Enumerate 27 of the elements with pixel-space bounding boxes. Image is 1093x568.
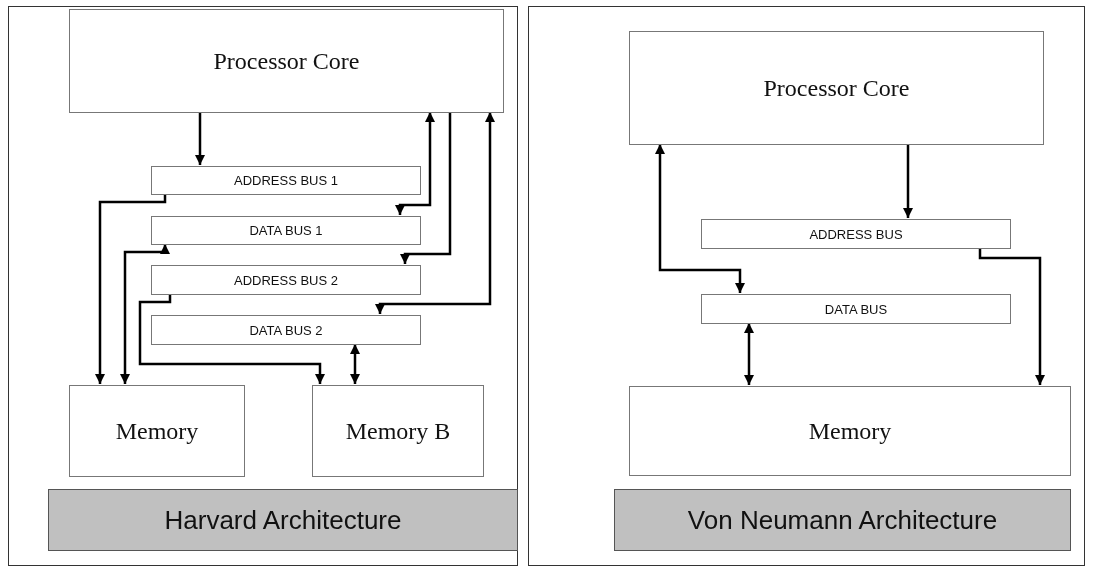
arrow: [350, 344, 360, 384]
panel-frame: [8, 6, 518, 566]
bus-bar: ADDRESS BUS: [701, 219, 1011, 249]
memory-box: Memory: [69, 385, 245, 477]
bus-bar: DATA BUS: [701, 294, 1011, 324]
memory-box: Memory B: [312, 385, 484, 477]
bus-bar: ADDRESS BUS 1: [151, 166, 421, 195]
arrow: [400, 112, 452, 264]
arrow: [978, 248, 1045, 385]
arrow: [395, 112, 435, 215]
bus-bar: ADDRESS BUS 2: [151, 265, 421, 295]
arrow: [375, 112, 495, 314]
arrow: [744, 323, 754, 385]
arrow: [120, 244, 170, 384]
processor-box: Processor Core: [69, 9, 504, 113]
arrow: [95, 194, 167, 384]
title-banner: Von Neumann Architecture: [614, 489, 1071, 551]
arrow: [138, 294, 325, 384]
processor-box: Processor Core: [629, 31, 1044, 145]
panel-frame: [528, 6, 1085, 566]
title-banner: Harvard Architecture: [48, 489, 518, 551]
bus-bar: DATA BUS 1: [151, 216, 421, 245]
memory-box: Memory: [629, 386, 1071, 476]
arrow: [655, 144, 745, 293]
arrow: [195, 112, 205, 165]
bus-bar: DATA BUS 2: [151, 315, 421, 345]
arrow: [903, 144, 913, 218]
